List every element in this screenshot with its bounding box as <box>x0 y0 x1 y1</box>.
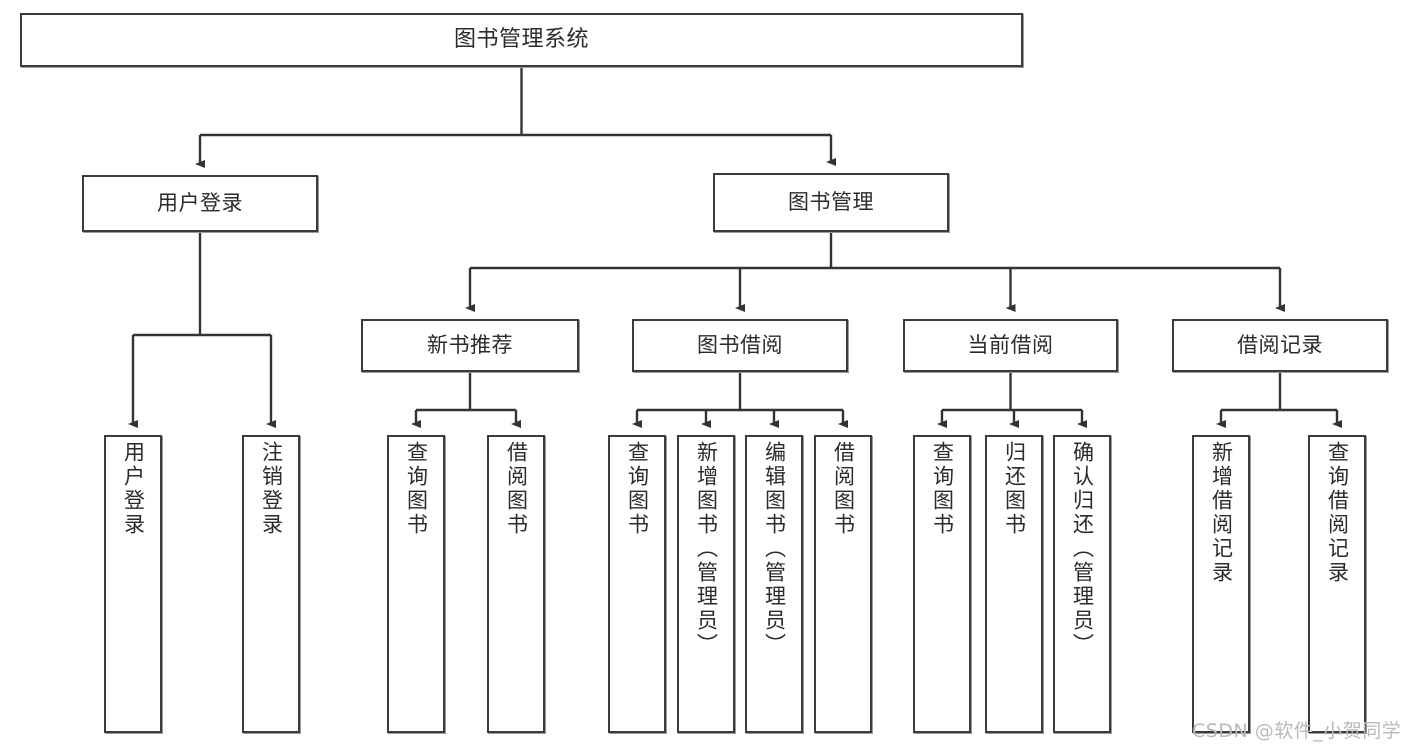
node-label: 查询图书 <box>930 441 955 537</box>
node-label: 查询借阅记录 <box>1325 441 1350 585</box>
node-label: 用户登录 <box>121 441 146 537</box>
node-newbook[interactable]: 新书推荐 <box>361 319 579 372</box>
node-label: 查询图书 <box>625 441 650 537</box>
node-l-add[interactable]: 新增图书（管理员） <box>677 435 735 733</box>
node-label: 确认归还（管理员） <box>1070 441 1095 657</box>
node-current[interactable]: 当前借阅 <box>903 319 1118 372</box>
node-label: 注销登录 <box>259 441 284 537</box>
csdn-watermark: CSDN @软件_小贺同学 <box>1192 720 1402 742</box>
node-l-login[interactable]: 用户登录 <box>104 435 162 733</box>
node-label: 图书管理系统 <box>453 27 589 53</box>
node-l-query2[interactable]: 查询图书 <box>608 435 666 733</box>
node-l-edit[interactable]: 编辑图书（管理员） <box>745 435 803 733</box>
node-label: 借阅图书 <box>504 441 529 537</box>
node-label: 图书借阅 <box>697 333 783 358</box>
node-l-query1[interactable]: 查询图书 <box>387 435 445 733</box>
node-label: 借阅记录 <box>1237 333 1323 358</box>
node-l-confirm[interactable]: 确认归还（管理员） <box>1053 435 1111 733</box>
node-label: 归还图书 <box>1002 441 1027 537</box>
node-label: 借阅图书 <box>831 441 856 537</box>
node-label: 用户登录 <box>157 191 243 216</box>
node-label: 编辑图书（管理员） <box>762 441 787 657</box>
node-l-queryrec[interactable]: 查询借阅记录 <box>1308 435 1366 733</box>
node-label: 新书推荐 <box>427 333 513 358</box>
node-l-addrec[interactable]: 新增借阅记录 <box>1192 435 1250 733</box>
node-l-borrow1[interactable]: 借阅图书 <box>487 435 545 733</box>
node-bookmgr[interactable]: 图书管理 <box>713 173 949 232</box>
node-label: 新增图书（管理员） <box>694 441 719 657</box>
node-login[interactable]: 用户登录 <box>82 175 318 232</box>
node-borrow[interactable]: 图书借阅 <box>632 319 848 372</box>
node-l-borrow2[interactable]: 借阅图书 <box>814 435 872 733</box>
node-label: 当前借阅 <box>967 333 1054 358</box>
node-label: 查询图书 <box>404 441 429 537</box>
node-label: 新增借阅记录 <box>1209 441 1234 585</box>
node-label: 图书管理 <box>788 190 874 215</box>
node-root[interactable]: 图书管理系统 <box>20 13 1023 67</box>
node-l-query3[interactable]: 查询图书 <box>913 435 971 733</box>
node-l-logout[interactable]: 注销登录 <box>242 435 300 733</box>
node-l-return[interactable]: 归还图书 <box>985 435 1043 733</box>
node-records[interactable]: 借阅记录 <box>1172 319 1388 372</box>
